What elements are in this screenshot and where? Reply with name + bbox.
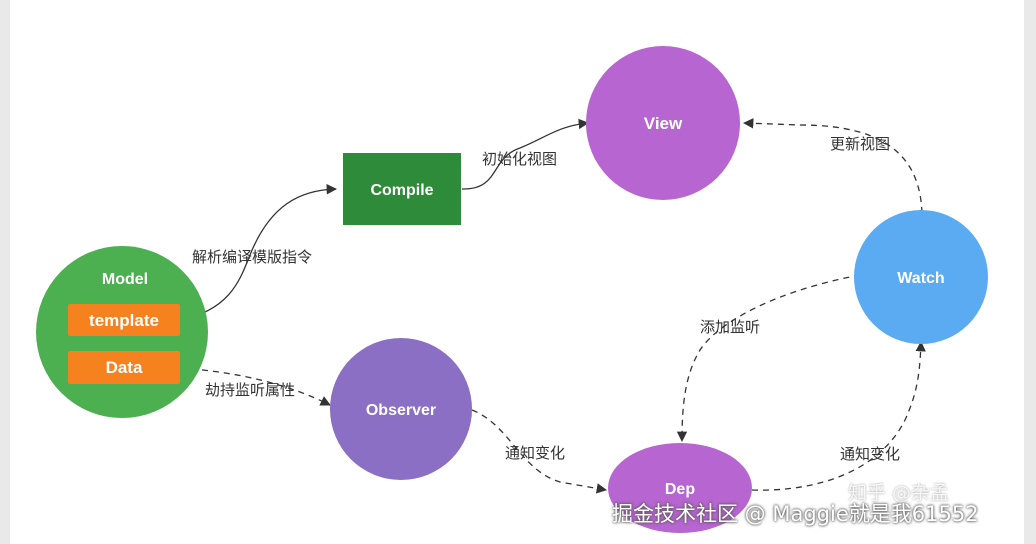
edge-watch-view [742,118,923,214]
view-label: View [644,114,683,133]
watermark-main: 掘金技术社区 @ Maggie就是我61552 [612,502,979,526]
watermark-zhihu: 知乎 @杂孟 [848,482,950,504]
edge-label-observer-dep: 通知变化 [505,444,565,462]
edge-watch-dep [676,274,861,443]
observer-node [330,338,472,480]
view-node [586,46,740,200]
frame-right [1024,0,1036,544]
edge-template-compile [179,184,338,321]
edge-label-data-observer: 劫持监听属性 [205,381,295,399]
template-box [68,304,180,336]
edge-label-template-compile: 解析编译模版指令 [192,248,312,266]
dep-node [608,443,752,533]
edge-observer-dep [471,409,608,494]
template-label: template [89,311,159,330]
model-label: Model [102,271,148,288]
data-box [68,351,180,384]
edge-label-watch-view: 更新视图 [830,135,890,153]
observer-label: Observer [366,402,436,419]
edge-label-dep-watch: 通知变化 [840,445,900,463]
edge-dep-watch [751,340,926,491]
edge-label-watch-dep: 添加监听 [700,318,760,336]
compile-label: Compile [370,182,433,199]
data-label: Data [106,358,143,377]
watch-node [854,210,988,344]
edge-compile-view [461,118,590,190]
watch-label: Watch [897,270,944,287]
compile-node [343,153,461,225]
edge-label-compile-view: 初始化视图 [482,150,557,168]
dep-label: Dep [665,481,695,498]
frame-left [0,0,10,544]
